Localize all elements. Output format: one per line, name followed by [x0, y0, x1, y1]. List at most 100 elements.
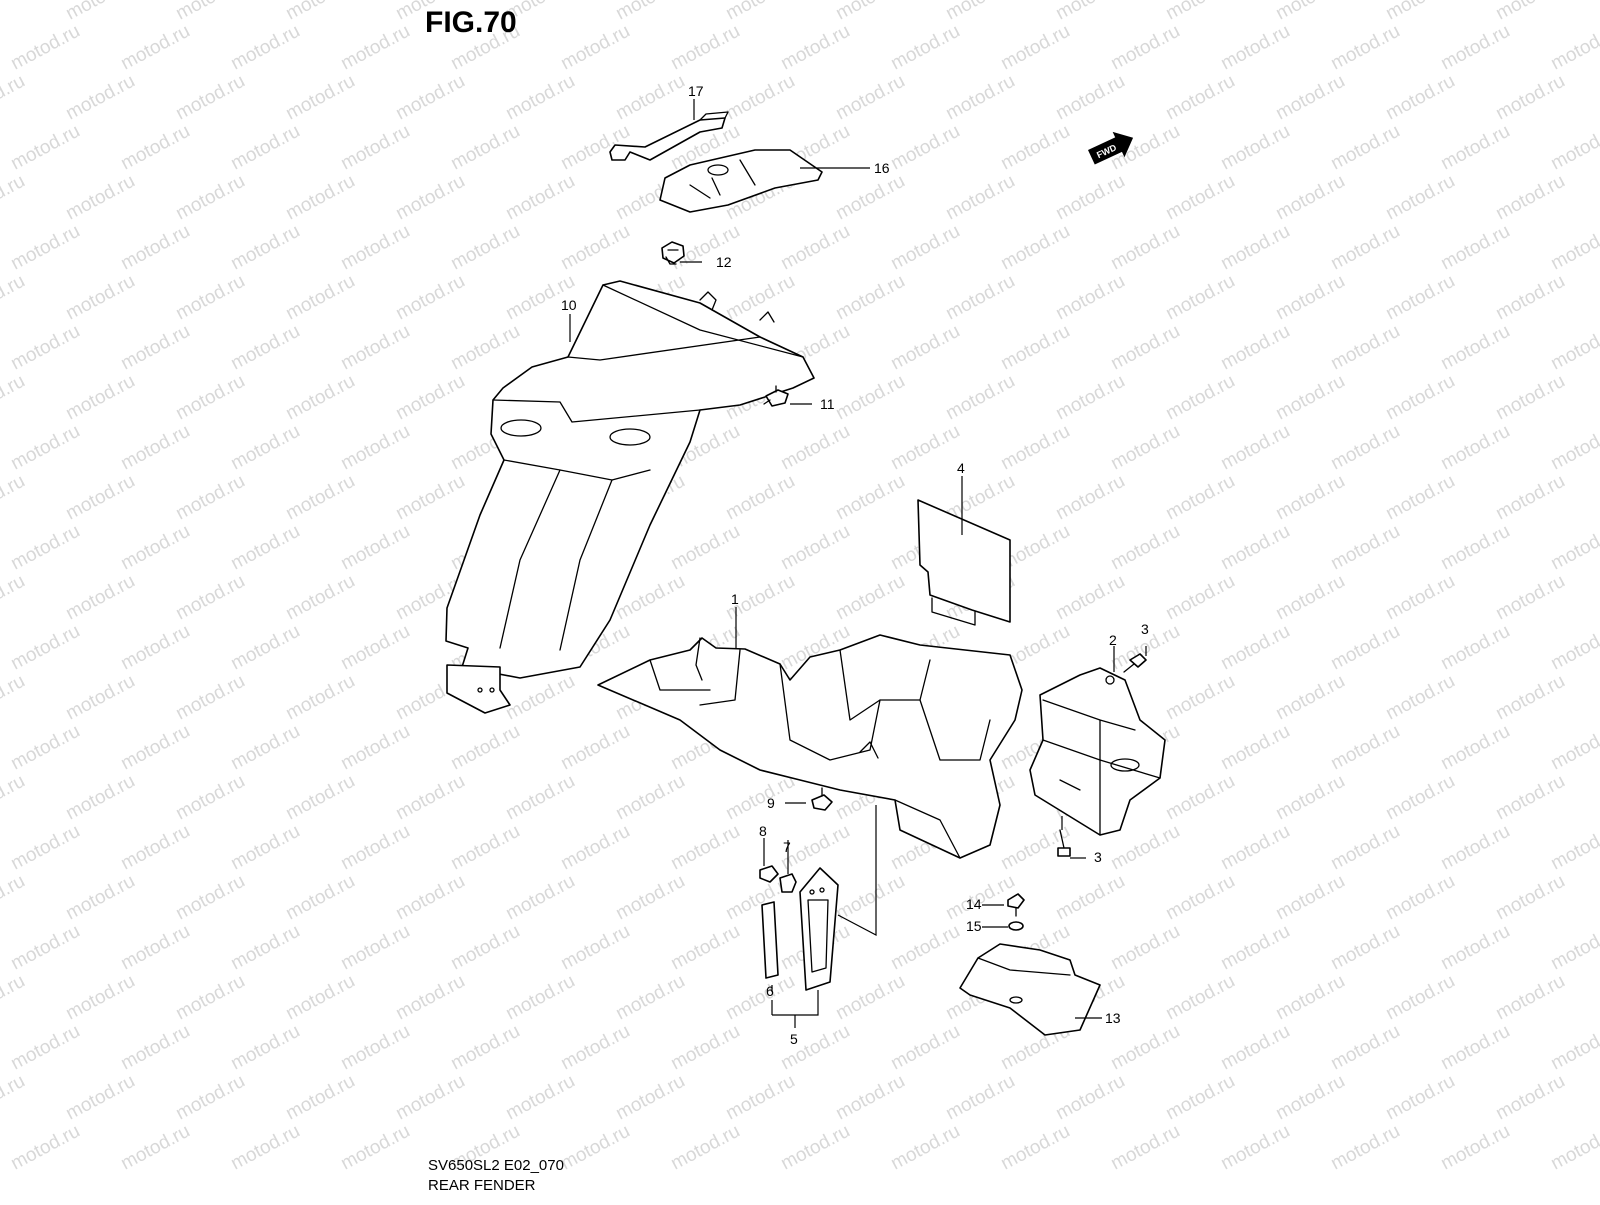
watermark-text: motod.ru [337, 1021, 413, 1075]
watermark-text: motod.ru [1547, 421, 1600, 475]
watermark-text: motod.ru [1107, 1021, 1183, 1075]
watermark-text: motod.ru [1217, 921, 1293, 975]
watermark-text: motod.ru [557, 221, 633, 275]
watermark-text: motod.ru [1272, 971, 1348, 1025]
watermark-text: motod.ru [1327, 121, 1403, 175]
watermark-text: motod.ru [942, 371, 1018, 425]
watermark-text: motod.ru [557, 1121, 633, 1175]
watermark-text: motod.ru [1107, 321, 1183, 375]
watermark-text: motod.ru [1547, 1021, 1600, 1075]
watermark-text: motod.ru [1437, 421, 1513, 475]
watermark-text: motod.ru [117, 121, 193, 175]
watermark-text: motod.ru [832, 571, 908, 625]
watermark-text: motod.ru [1327, 621, 1403, 675]
figure-code: SV650SL2 E02_070 [428, 1157, 564, 1174]
watermark-text: motod.ru [997, 21, 1073, 75]
callout-13: 13 [1105, 1010, 1121, 1026]
part-6-strip [761, 901, 779, 979]
watermark-text: motod.ru [227, 21, 303, 75]
watermark-text: motod.ru [1272, 1071, 1348, 1125]
watermark-text: motod.ru [1162, 771, 1238, 825]
watermark-text: motod.ru [337, 421, 413, 475]
figure-name: REAR FENDER [428, 1177, 536, 1194]
watermark-text: motod.ru [1492, 371, 1568, 425]
watermark-text: motod.ru [1437, 821, 1513, 875]
watermark-text: motod.ru [1437, 521, 1513, 575]
watermark-text: motod.ru [502, 1071, 578, 1125]
watermark-text: motod.ru [337, 921, 413, 975]
watermark-text: motod.ru [887, 1021, 963, 1075]
watermark-text: motod.ru [502, 671, 578, 725]
watermark-text: motod.ru [447, 921, 523, 975]
watermark-text: motod.ru [1272, 271, 1348, 325]
watermark-text: motod.ru [1492, 0, 1568, 24]
watermark-text: motod.ru [1327, 321, 1403, 375]
watermark-text: motod.ru [1437, 721, 1513, 775]
callout-12: 12 [716, 254, 732, 270]
watermark-text: motod.ru [337, 1121, 413, 1175]
watermark-text: motod.ru [1107, 221, 1183, 275]
watermark-text: motod.ru [447, 821, 523, 875]
watermark-text: motod.ru [667, 21, 743, 75]
watermark-text: motod.ru [1162, 871, 1238, 925]
watermark-text: motod.ru [1052, 71, 1128, 125]
callout-6: 6 [766, 983, 774, 999]
watermark-text: motod.ru [942, 271, 1018, 325]
watermark-text: motod.ru [1272, 671, 1348, 725]
watermark-text: motod.ru [1382, 71, 1458, 125]
watermark-text: motod.ru [447, 321, 523, 375]
watermark-text: motod.ru [172, 571, 248, 625]
watermark-text: motod.ru [0, 971, 29, 1025]
watermark-text: motod.ru [62, 471, 138, 525]
callout-3-upper: 3 [1141, 621, 1149, 637]
watermark-text: motod.ru [1217, 421, 1293, 475]
watermark-text: motod.ru [1437, 1021, 1513, 1075]
watermark-text: motod.ru [997, 421, 1073, 475]
watermark-text: motod.ru [557, 921, 633, 975]
callout-11: 11 [820, 396, 835, 412]
watermark-text: motod.ru [1107, 521, 1183, 575]
watermark-text: motod.ru [447, 221, 523, 275]
watermark-text: motod.ru [62, 1071, 138, 1125]
watermark-text: motod.ru [62, 371, 138, 425]
callout-16: 16 [874, 160, 890, 176]
watermark-text: motod.ru [172, 271, 248, 325]
watermark-text: motod.ru [1272, 0, 1348, 24]
watermark-text: motod.ru [1327, 221, 1403, 275]
watermark-text: motod.ru [1217, 21, 1293, 75]
watermark-text: motod.ru [1217, 721, 1293, 775]
watermark-text: motod.ru [722, 71, 798, 125]
part-10-rear-fender [445, 280, 815, 714]
watermark-text: motod.ru [1162, 271, 1238, 325]
watermark-text: motod.ru [172, 871, 248, 925]
callout-14: 14 [966, 896, 982, 912]
watermark-text: motod.ru [1107, 921, 1183, 975]
watermark-text: motod.ru [777, 1021, 853, 1075]
watermark-text: motod.ru [832, 971, 908, 1025]
watermark-text: motod.ru [282, 471, 358, 525]
watermark-text: motod.ru [1107, 1121, 1183, 1175]
watermark-text: motod.ru [887, 21, 963, 75]
watermark-text: motod.ru [832, 871, 908, 925]
watermark-text: motod.ru [392, 1071, 468, 1125]
watermark-text: motod.ru [0, 171, 29, 225]
watermark-text: motod.ru [172, 971, 248, 1025]
watermark-text: motod.ru [227, 121, 303, 175]
watermark-text: motod.ru [337, 621, 413, 675]
watermark-text: motod.ru [557, 21, 633, 75]
part-11-bolt [763, 385, 789, 407]
callout-17: 17 [688, 83, 704, 99]
watermark-text: motod.ru [502, 971, 578, 1025]
watermark-text: motod.ru [1217, 221, 1293, 275]
watermark-text: motod.ru [1327, 421, 1403, 475]
watermark-text: motod.ru [117, 21, 193, 75]
part-13-mudguard [959, 943, 1101, 1036]
watermark-text: motod.ru [777, 1121, 853, 1175]
watermark-text: motod.ru [1437, 121, 1513, 175]
watermark-text: motod.ru [7, 721, 83, 775]
watermark-text: motod.ru [942, 171, 1018, 225]
watermark-text: motod.ru [1327, 921, 1403, 975]
watermark-text: motod.ru [667, 1021, 743, 1075]
watermark-text: motod.ru [1052, 271, 1128, 325]
watermark-text: motod.ru [887, 921, 963, 975]
